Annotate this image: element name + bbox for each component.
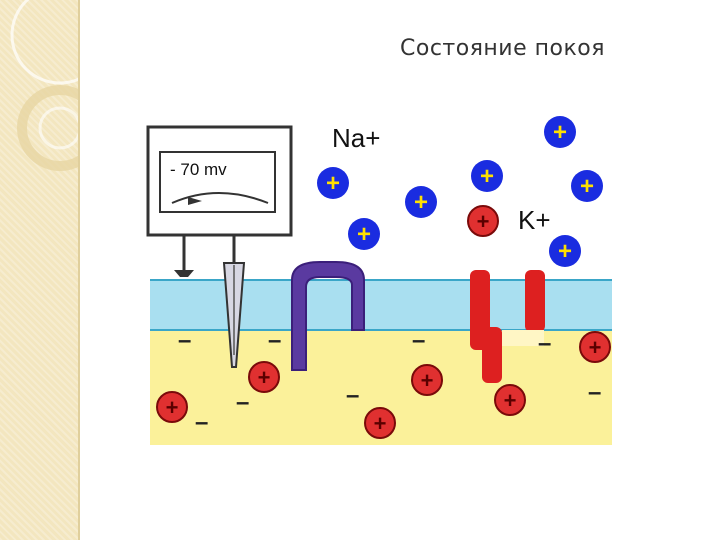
- potassium-channel: [470, 270, 545, 383]
- potassium-ion: +: [156, 391, 188, 423]
- potassium-ion: +: [364, 407, 396, 439]
- svg-text:+: +: [589, 335, 602, 360]
- svg-text:+: +: [477, 209, 490, 234]
- sodium-ions: + + + + + + +: [317, 116, 603, 267]
- negative-charge: –: [236, 389, 249, 416]
- svg-text:+: +: [480, 163, 494, 190]
- slide-sidebar-decoration: [0, 0, 110, 540]
- potassium-ion: +: [411, 364, 443, 396]
- sodium-ion: +: [571, 170, 603, 202]
- voltmeter-reading: - 70 mv: [170, 160, 227, 179]
- voltmeter: - 70 mv: [146, 125, 293, 368]
- resting-potential-diagram: - 70 mv Na+ K+ + + + + + + + + + + + + +: [146, 116, 612, 445]
- svg-text:+: +: [558, 238, 572, 265]
- potassium-label: K+: [518, 205, 551, 235]
- svg-text:+: +: [553, 119, 567, 146]
- ground-electrode: [174, 270, 194, 277]
- slide-title: Состояние покоя: [400, 36, 605, 61]
- negative-charge: –: [412, 327, 425, 354]
- svg-text:+: +: [580, 173, 594, 200]
- negative-charge: –: [538, 330, 551, 357]
- svg-text:+: +: [414, 189, 428, 216]
- negative-charge: –: [588, 379, 601, 406]
- svg-text:+: +: [357, 221, 371, 248]
- sodium-ion: +: [544, 116, 576, 148]
- potassium-ions: + + + + + + +: [156, 205, 611, 439]
- negative-charge: –: [195, 409, 208, 436]
- svg-text:+: +: [421, 368, 434, 393]
- sodium-label: Na+: [332, 123, 380, 153]
- sodium-ion: +: [471, 160, 503, 192]
- sodium-ion: +: [405, 186, 437, 218]
- sidebar-circles: [10, 0, 110, 171]
- potassium-ion: +: [248, 361, 280, 393]
- svg-text:+: +: [166, 395, 179, 420]
- negative-charge: –: [346, 382, 359, 409]
- svg-text:+: +: [258, 365, 271, 390]
- sodium-ion: +: [317, 167, 349, 199]
- potassium-ion: +: [467, 205, 499, 237]
- sodium-channel: [291, 261, 365, 371]
- negative-charge: –: [268, 327, 281, 354]
- sodium-ion: +: [549, 235, 581, 267]
- svg-text:+: +: [326, 170, 340, 197]
- sodium-ion: +: [348, 218, 380, 250]
- potassium-ion: +: [494, 384, 526, 416]
- svg-text:+: +: [504, 388, 517, 413]
- svg-text:+: +: [374, 411, 387, 436]
- negative-charge: –: [178, 327, 191, 354]
- negative-charges: – – – – – – – –: [178, 327, 601, 436]
- sidebar-divider: [78, 0, 80, 540]
- potassium-ion: +: [579, 331, 611, 363]
